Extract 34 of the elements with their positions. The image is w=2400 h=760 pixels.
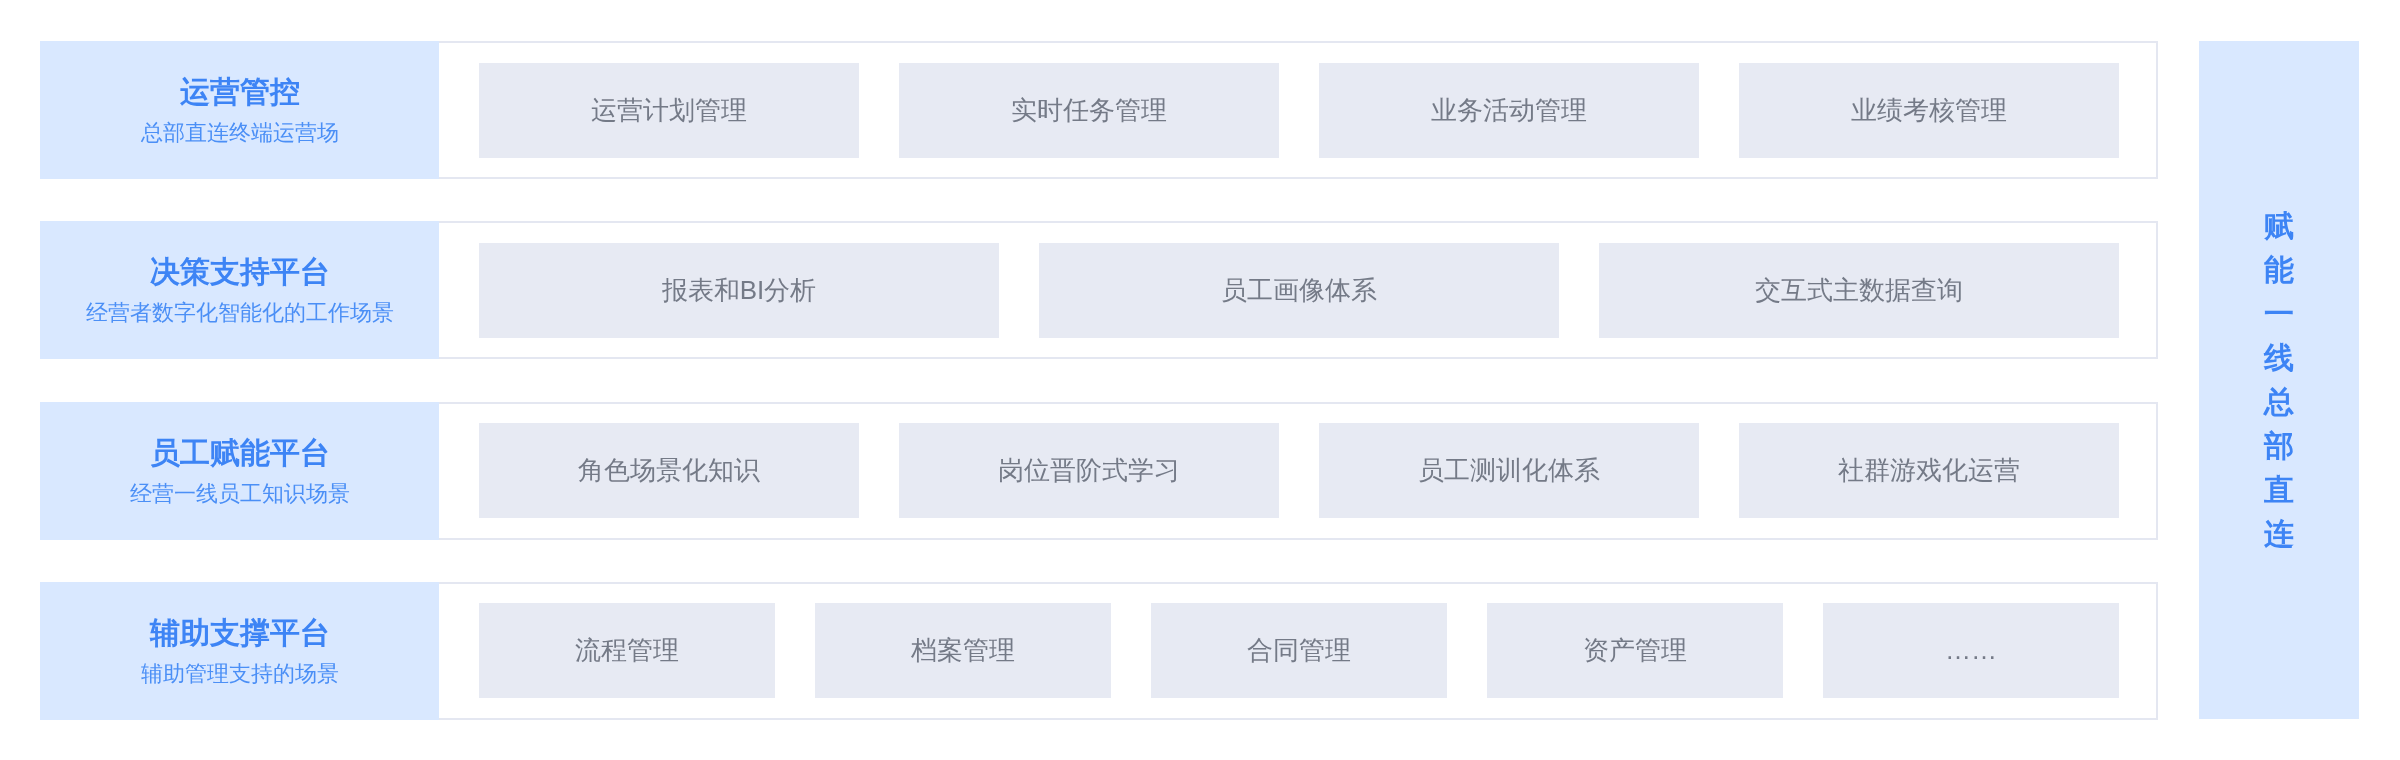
- module-tile: 流程管理: [479, 603, 775, 699]
- module-tile: 岗位晋阶式学习: [899, 423, 1279, 519]
- module-tile: 运营计划管理: [479, 62, 859, 158]
- layer-subtitle: 辅助管理支持的场景: [140, 659, 339, 688]
- layer-header: [40, 41, 439, 179]
- layer-title: 员工赋能平台: [149, 434, 330, 471]
- module-tile: 合同管理: [1151, 603, 1447, 699]
- side-banner: [2199, 41, 2359, 719]
- module-tile: 员工画像体系: [1039, 242, 1559, 338]
- module-tile: 业务活动管理: [1319, 62, 1699, 158]
- layer-header: [40, 581, 439, 720]
- module-tile: 报表和BI分析: [479, 242, 999, 338]
- layer-panel: [40, 221, 2158, 360]
- module-tile: 社群游戏化运营: [1739, 423, 2119, 519]
- layer-panel: [40, 41, 2158, 179]
- layer-subtitle: 经营者数字化智能化的工作场景: [85, 299, 394, 328]
- layer-panel: [40, 401, 2158, 540]
- module-tile: 档案管理: [815, 603, 1111, 699]
- module-tile: 资产管理: [1487, 603, 1783, 699]
- module-tile: ……: [1823, 603, 2119, 699]
- layer-header: [40, 401, 439, 540]
- module-tile: 员工测训化体系: [1319, 423, 1699, 519]
- module-tile: 实时任务管理: [899, 62, 1279, 158]
- module-tile: 角色场景化知识: [479, 423, 859, 519]
- layer-title: 辅助支撑平台: [149, 614, 330, 651]
- module-tile: 业绩考核管理: [1739, 62, 2119, 158]
- layer-subtitle: 经营一线员工知识场景: [129, 479, 350, 508]
- layer-panel: [40, 581, 2158, 720]
- layer-title: 运营管控: [179, 74, 300, 110]
- layer-subtitle: 总部直连终端运营场: [140, 119, 339, 147]
- layer-title: 决策支持平台: [149, 254, 330, 291]
- module-tile: 交互式主数据查询: [1599, 242, 2119, 338]
- layer-header: [40, 221, 439, 360]
- banner-text: 赋能一线总部直连: [2263, 208, 2295, 552]
